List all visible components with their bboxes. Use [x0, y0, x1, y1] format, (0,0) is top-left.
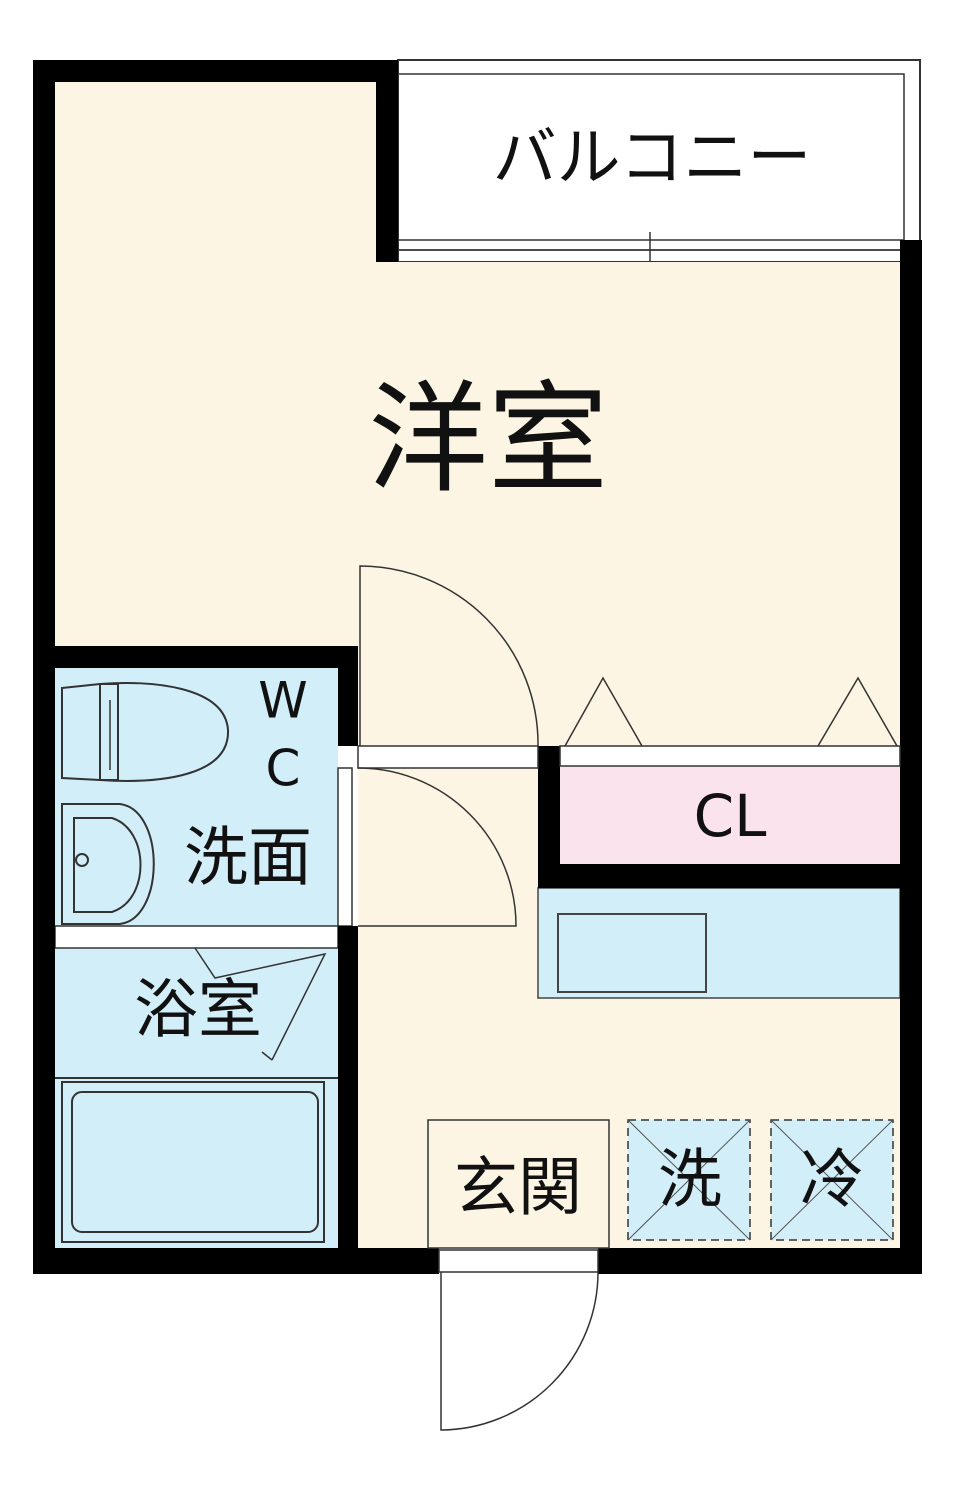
front-door [438, 1249, 599, 1431]
sink [557, 913, 707, 993]
bathroom-label: 浴室 [134, 974, 262, 1048]
room-door-swing [359, 565, 539, 747]
closet-wall [559, 745, 901, 767]
partition-wall [54, 925, 339, 949]
balcony [397, 59, 921, 268]
balcony-label: バルコニー [493, 122, 812, 196]
toilet-label-c: C [266, 740, 301, 798]
western-room-label: 洋室 [368, 371, 608, 510]
walls [33, 60, 922, 1274]
bathroom-door-fold-icon [194, 947, 327, 1061]
toilet-label-w: W [258, 672, 307, 730]
washroom-door-swing [357, 767, 517, 927]
fridge-label: 冷 [800, 1144, 864, 1218]
bathtub-icon [61, 1081, 325, 1243]
entrance-step [427, 1119, 610, 1249]
closet-floor [560, 766, 900, 864]
washer-label: 洗 [658, 1144, 722, 1218]
closet-door-left-icon [564, 676, 643, 747]
entrance-label: 玄関 [454, 1152, 582, 1226]
washer-space [627, 1119, 751, 1241]
toilet-icon [61, 681, 230, 782]
closet-label: CL [694, 782, 767, 850]
washroom-label: 洗面 [184, 822, 312, 896]
closet-door-right-icon [817, 676, 898, 747]
washbasin-icon [61, 803, 155, 925]
fridge-space [770, 1119, 894, 1241]
corridor-door-frame [357, 745, 539, 769]
washroom-door-panel [337, 767, 353, 927]
